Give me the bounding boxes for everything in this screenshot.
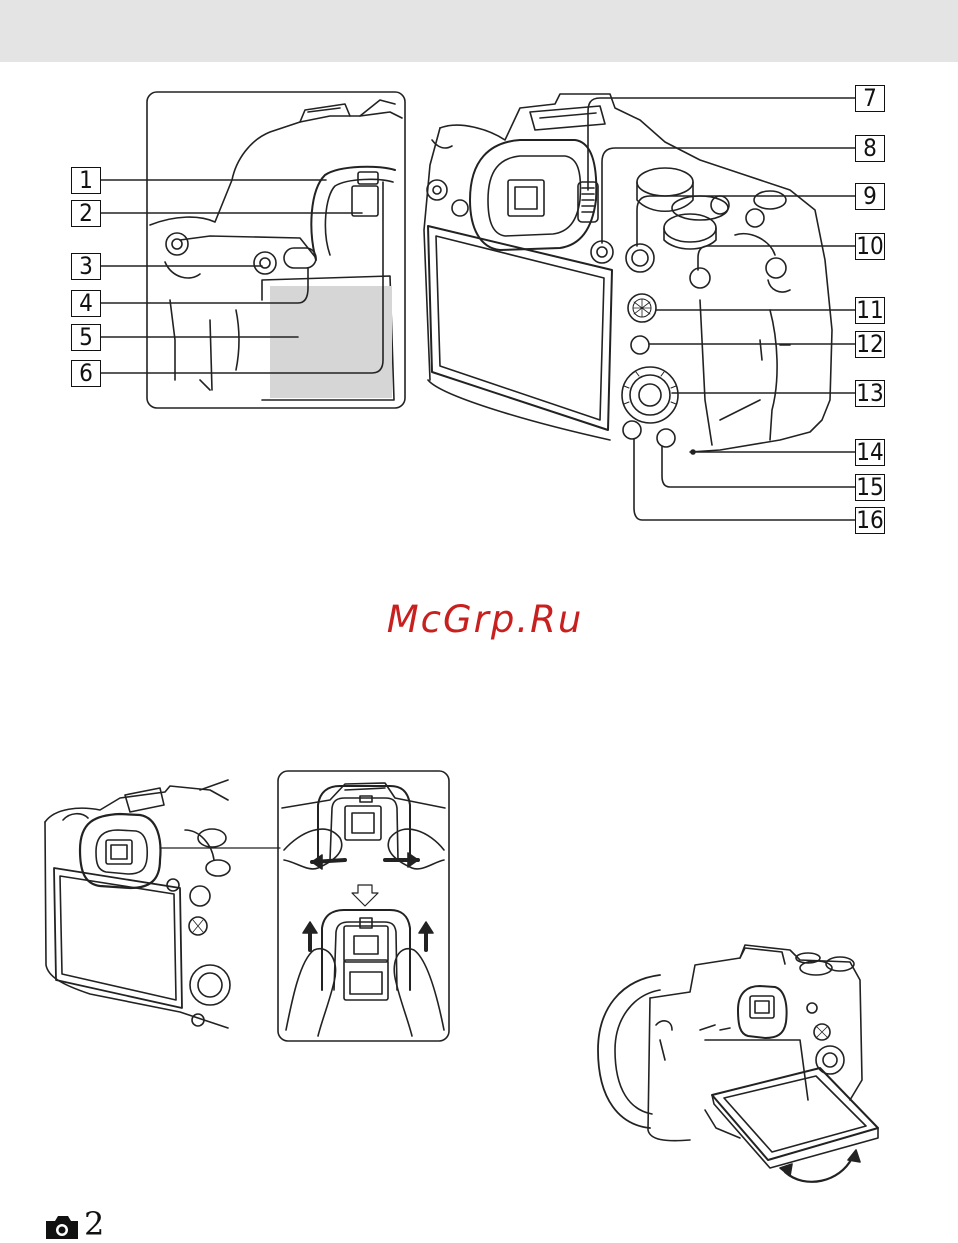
detail-inset-illustration	[147, 92, 405, 408]
callout-14: 14	[855, 439, 885, 466]
callout-4: 4	[71, 290, 101, 317]
callout-10: 10	[855, 233, 885, 260]
callout-2: 2	[71, 200, 101, 227]
callout-13: 13	[855, 380, 885, 407]
callout-8: 8	[855, 135, 885, 162]
callout-5: 5	[71, 324, 101, 351]
callout-3: 3	[71, 253, 101, 280]
callout-9: 9	[855, 183, 885, 210]
callout-12: 12	[855, 331, 885, 358]
eyecup-removal-illustration	[278, 771, 449, 1041]
page-footer: 2	[44, 1206, 104, 1240]
callout-11: 11	[855, 297, 885, 324]
eyecup-camera-illustration	[45, 780, 280, 1028]
callout-1: 1	[71, 167, 101, 194]
tilting-monitor-illustration	[598, 945, 878, 1182]
callout-6: 6	[71, 360, 101, 387]
watermark-text: McGrp.Ru	[0, 598, 958, 641]
camera-icon	[44, 1214, 80, 1240]
page-number: 2	[84, 1208, 104, 1240]
callout-15: 15	[855, 474, 885, 501]
callout-16: 16	[855, 507, 885, 534]
callout-7: 7	[855, 85, 885, 112]
